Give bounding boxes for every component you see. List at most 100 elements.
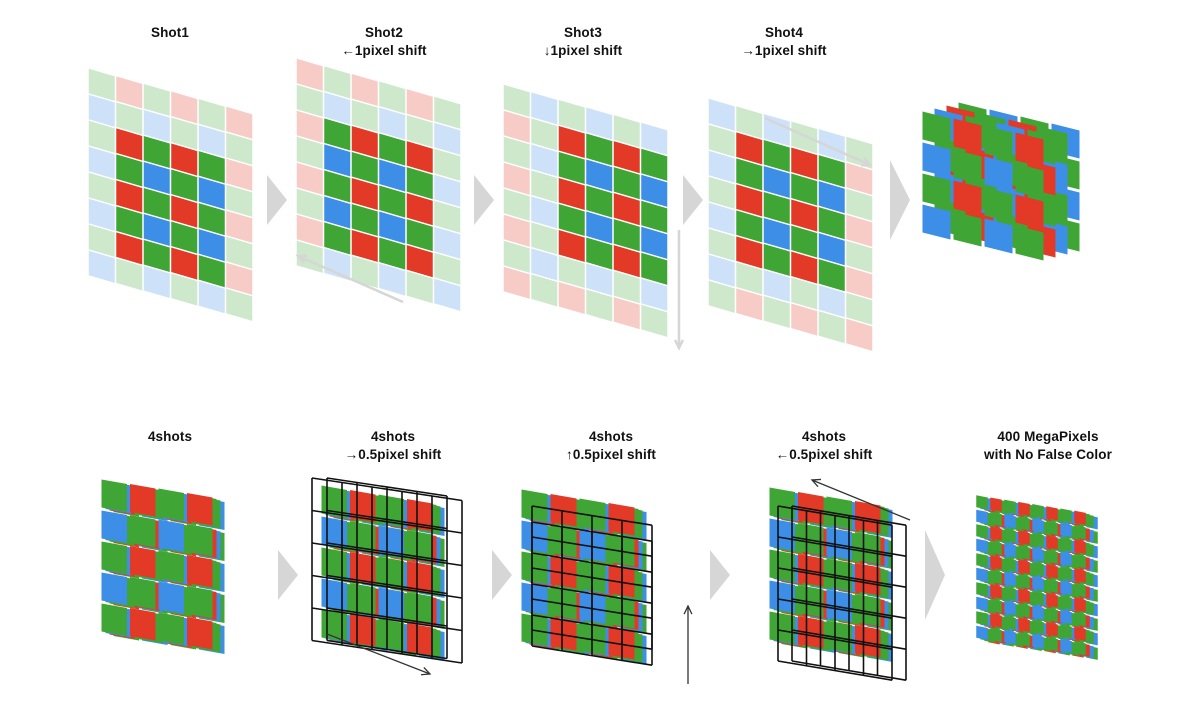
sensor-pixel xyxy=(1015,225,1044,261)
sensor-pixel xyxy=(130,484,156,517)
sensor-layer xyxy=(976,495,1086,656)
sensor-pixel xyxy=(855,594,881,627)
sensor-pixel xyxy=(1074,525,1086,540)
shot2-sensor xyxy=(296,58,461,311)
sensor-pixel xyxy=(641,304,668,337)
sensor-pixel xyxy=(990,598,1002,614)
sensor-pixel xyxy=(1018,617,1030,633)
sensor-pixel xyxy=(1004,601,1016,616)
next-arrow-icon xyxy=(267,175,287,225)
sensor-pixel xyxy=(1060,522,1072,538)
sensor-pixel xyxy=(990,540,1002,556)
arrow-shaft xyxy=(297,254,404,304)
sensor-pixel xyxy=(855,501,881,534)
sensor-pixel xyxy=(708,98,735,131)
sensor-pixel xyxy=(198,281,225,314)
sensor-pixel xyxy=(407,561,433,594)
sensor-pixel xyxy=(187,493,213,526)
sensor-pixel xyxy=(1018,516,1030,531)
sensor-pixel xyxy=(378,618,404,651)
sensor-pixel xyxy=(321,547,347,580)
sensor-pixel xyxy=(1074,612,1086,627)
sensor-pixel xyxy=(818,233,845,266)
shift-down-arrow-icon xyxy=(673,230,685,351)
sensor-pixel xyxy=(324,66,351,99)
sensor-pixel xyxy=(579,498,606,531)
arrow-shaft xyxy=(326,633,431,675)
sensor-pixel xyxy=(1046,593,1058,608)
shot3-sensor xyxy=(503,84,668,337)
sensor-pixel xyxy=(198,229,225,262)
sensor-pixel xyxy=(818,259,845,292)
sensor-pixel xyxy=(1060,537,1072,552)
sensor-pixel xyxy=(708,280,735,313)
sensor-pixel xyxy=(434,148,461,181)
sensor-pixel xyxy=(763,243,790,277)
sensor-pixel xyxy=(1074,510,1086,525)
sensor-pixel xyxy=(531,170,558,203)
caption-shot2: Shot2 ←1pixel shift xyxy=(274,24,494,60)
sensor-pixel xyxy=(1004,557,1016,572)
half-pixel-grid-left-offset xyxy=(791,505,907,681)
sensor-pixel xyxy=(586,185,613,218)
sensor-pixel xyxy=(351,229,378,263)
sensor-pixel xyxy=(101,510,127,543)
sensor-pixel xyxy=(1004,572,1016,587)
sensor-pixel xyxy=(187,524,213,557)
sensor-pixel xyxy=(324,92,351,125)
sensor-pixel xyxy=(226,288,253,321)
sensor-pixel xyxy=(88,172,115,205)
sensor-pixel xyxy=(1004,630,1016,645)
sensor-pixel xyxy=(187,555,213,588)
caption-title: Shot2 xyxy=(364,25,403,40)
sensor-pixel xyxy=(198,99,225,132)
sensor-pixel xyxy=(1046,535,1058,550)
sensor-pixel xyxy=(976,625,988,640)
sensor-pixel xyxy=(503,214,530,247)
sensor-pixel xyxy=(1004,528,1016,543)
sensor-layer xyxy=(101,479,213,650)
sensor-pixel xyxy=(1046,520,1058,535)
caption-shot4: Shot4 →1pixel shift xyxy=(674,24,894,60)
sensor-pixel xyxy=(558,229,585,263)
sensor-pixel xyxy=(1015,132,1044,168)
shift-up-half-arrow-icon xyxy=(683,604,693,684)
sensor-pixel xyxy=(586,237,613,270)
sensor-pixel xyxy=(558,125,585,159)
sensor-pixel xyxy=(1074,539,1086,554)
sensor-pixel xyxy=(1032,591,1044,606)
sensor-pixel xyxy=(378,556,404,589)
shift-right-arrow-icon xyxy=(764,116,873,167)
sensor-pixel xyxy=(1060,551,1072,567)
sensor-pixel xyxy=(1018,530,1030,546)
caption-4shots-up-half: 4shots ↑0.5pixel shift xyxy=(501,428,721,464)
sensor-pixel xyxy=(976,596,988,611)
next-arrow-icon xyxy=(710,550,730,600)
sensor-pixel xyxy=(503,110,530,143)
sensor-pixel xyxy=(198,203,225,236)
sensor-pixel xyxy=(296,136,323,169)
sensor-pixel xyxy=(922,142,951,178)
sensor-pixel xyxy=(855,532,881,565)
sensor-pixel xyxy=(976,509,988,524)
sensor-pixel xyxy=(976,553,988,568)
sensor-pixel xyxy=(143,213,170,247)
caption-title: Shot3 xyxy=(563,25,602,40)
sensor-pixel xyxy=(171,91,198,124)
sensor-pixel xyxy=(586,211,613,244)
sensor-pixel xyxy=(1004,615,1016,630)
sensor-pixel xyxy=(1060,638,1072,654)
sensor-pixel xyxy=(763,165,790,199)
sensor-pixel xyxy=(769,487,795,520)
sensor-pixel xyxy=(130,515,156,548)
caption-subtitle: ↓1pixel shift xyxy=(543,43,623,58)
sensor-pixel xyxy=(736,288,763,321)
sensor-pixel xyxy=(116,76,143,109)
half-pixel-grid-up-offset xyxy=(531,521,653,666)
sensor-pixel xyxy=(116,180,143,213)
sensor-pixel xyxy=(558,255,585,289)
sensor-pixel xyxy=(586,159,613,192)
sensor-pixel xyxy=(434,200,461,233)
sensor-pixel xyxy=(351,73,378,107)
sensor-pixel xyxy=(143,83,170,117)
